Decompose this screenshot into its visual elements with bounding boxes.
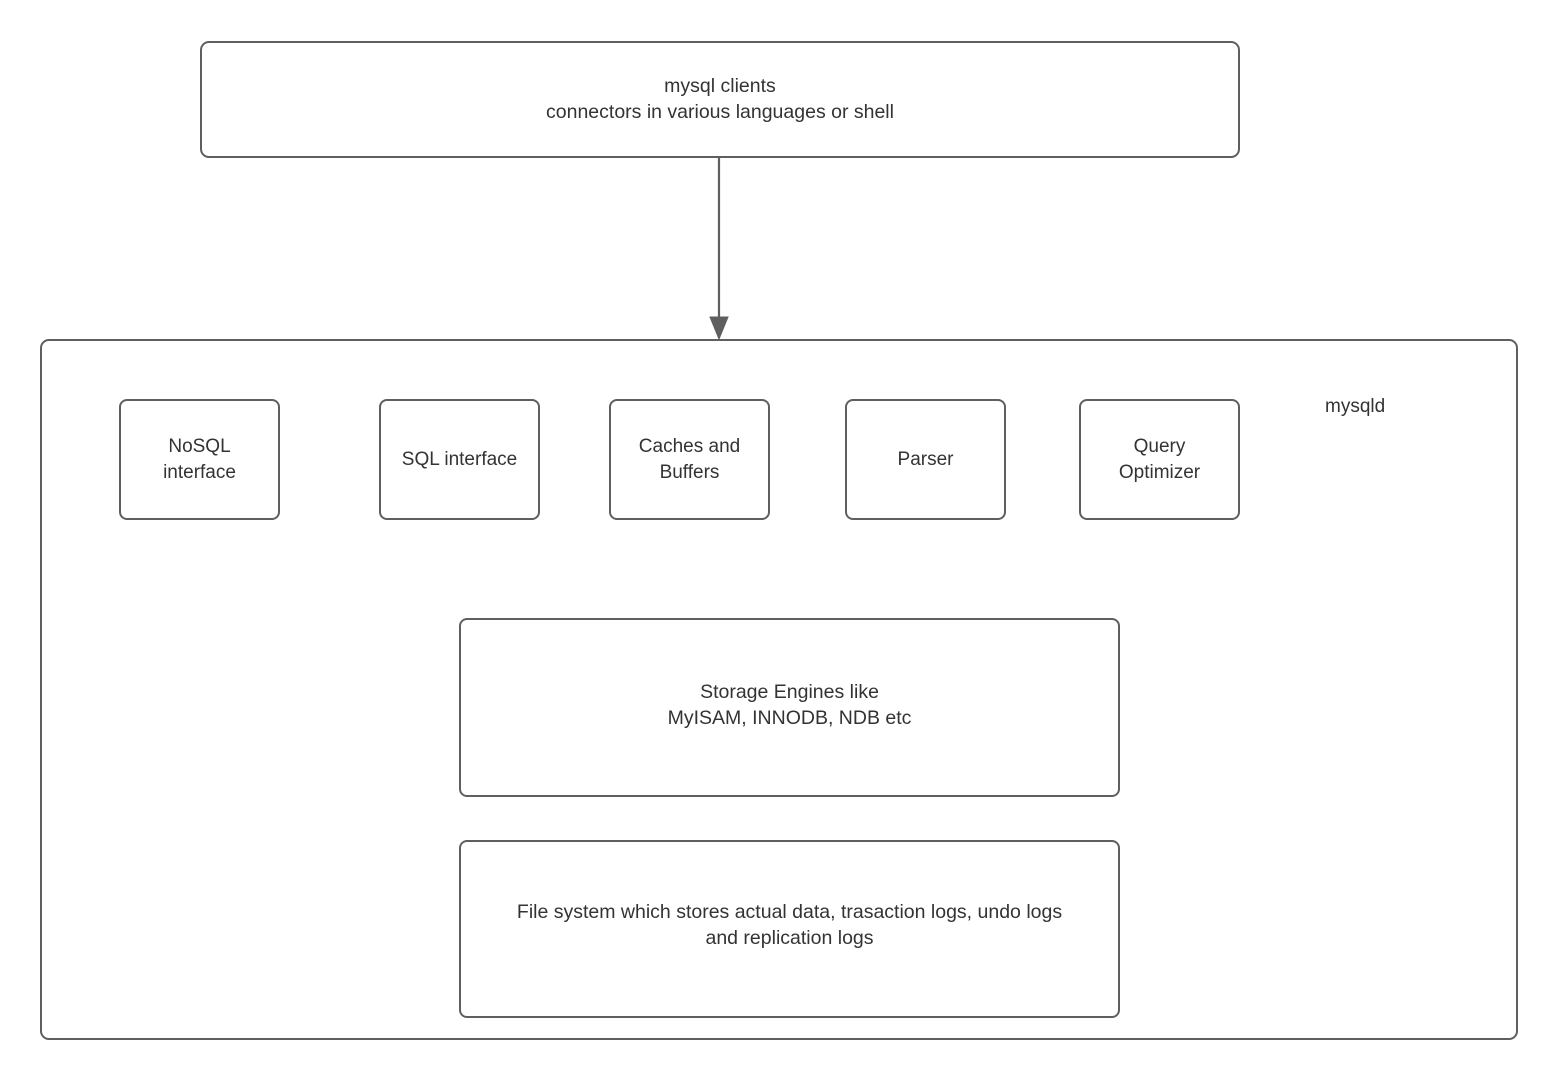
node-storage-engines[interactable]: Storage Engines like MyISAM, INNODB, NDB… (459, 618, 1120, 797)
mysql-clients-label: mysql clients connectors in various lang… (546, 74, 894, 123)
mysqld-label: mysqld (1325, 396, 1386, 417)
node-sql-interface[interactable]: SQL interface (379, 399, 540, 520)
node-query-optimizer[interactable]: Query Optimizer (1079, 399, 1240, 520)
node-caches-and-buffers-label: Caches and Buffers (638, 436, 741, 483)
node-storage-engines-label: Storage Engines like MyISAM, INNODB, NDB… (667, 681, 912, 729)
clients-to-mysqld-arrow-icon (709, 158, 729, 341)
mysql-clients-box[interactable]: mysql clients connectors in various lang… (200, 41, 1240, 158)
node-caches-and-buffers[interactable]: Caches and Buffers (609, 399, 770, 520)
node-query-optimizer-label: Query Optimizer (1118, 436, 1201, 483)
node-nosql-interface-label: NoSQL interface (163, 436, 236, 483)
node-file-system-label: File system which stores actual data, tr… (516, 901, 1063, 949)
node-parser[interactable]: Parser (845, 399, 1006, 520)
node-sql-interface-label: SQL interface (401, 448, 518, 470)
node-file-system[interactable]: File system which stores actual data, tr… (459, 840, 1120, 1018)
node-nosql-interface[interactable]: NoSQL interface (119, 399, 280, 520)
node-parser-label: Parser (897, 448, 954, 470)
